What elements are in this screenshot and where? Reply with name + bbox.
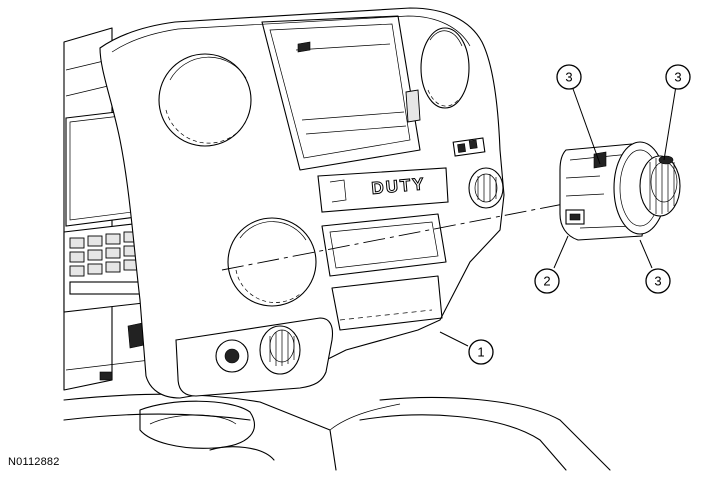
center-lower-vent [227,217,317,307]
callout-2-label: 2 [543,274,550,289]
bezel: DUTY [99,7,505,399]
lower-cubby [321,213,447,331]
center-display-opening [261,15,421,171]
figure-id: N0112882 [8,456,60,468]
callout-1-label: 1 [477,345,484,360]
installation-axis-line [221,201,575,271]
callout-3c-label: 3 [654,274,661,289]
center-console [63,393,611,471]
badge-plate: DUTY [317,167,449,213]
left-upper-vent [158,53,252,147]
callout-2: 2 [534,268,560,294]
callout-3b: 3 [665,64,691,90]
switch-block [452,137,486,157]
switch-assembly [559,141,681,241]
callout-3a-label: 3 [565,70,572,85]
callout-3a: 3 [556,64,582,90]
callout-3c: 3 [645,268,671,294]
power-outlet-panel [175,317,334,397]
callout-1: 1 [468,339,494,365]
leader-lines [439,85,677,347]
callout-3b-label: 3 [674,70,681,85]
right-upper-vent [420,27,470,109]
bezel-knob [468,167,504,209]
